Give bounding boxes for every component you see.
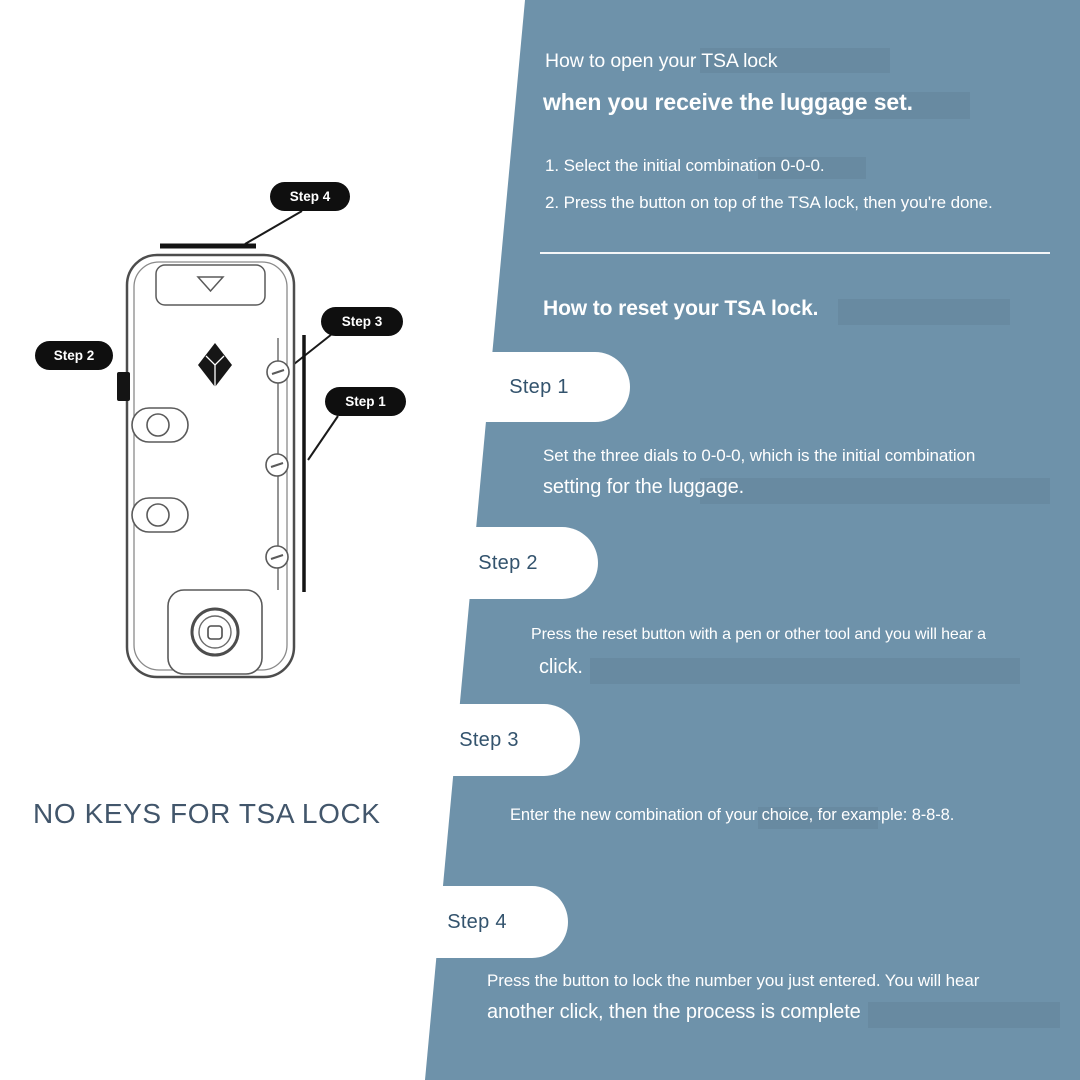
keyhole — [167, 589, 263, 675]
shade-band — [700, 478, 1050, 504]
shade-band — [590, 658, 1020, 684]
step-1-text-line2: setting for the luggage. — [543, 476, 745, 498]
step-tab-4-label: Step 4 — [447, 910, 507, 933]
callout-step-3: Step 3 — [321, 307, 403, 336]
section-divider — [540, 252, 1050, 254]
step-3-text-line1: Enter the new combination of your choice… — [510, 806, 955, 824]
step-tab-2: Step 2 — [418, 527, 598, 599]
reset-button — [117, 372, 130, 401]
shade-band — [758, 807, 878, 829]
callout-step-2: Step 2 — [35, 341, 113, 370]
callout-step-3-label: Step 3 — [341, 314, 383, 329]
step-4-text-line2: another click, then the process is compl… — [487, 1001, 861, 1023]
brand-gem-icon — [198, 343, 232, 387]
callout-step-4-label: Step 4 — [289, 189, 331, 204]
side-latches — [131, 407, 189, 533]
no-keys-caption: NO KEYS FOR TSA LOCK — [33, 798, 381, 829]
step-2-text-line1: Press the reset button with a pen or oth… — [531, 626, 986, 643]
dial-column — [265, 338, 290, 590]
open-title-line2: when you receive the luggage set. — [543, 89, 913, 115]
open-instruction-2: 2. Press the button on top of the TSA lo… — [545, 193, 993, 212]
reset-title: How to reset your TSA lock. — [543, 297, 819, 320]
step-1-text-line1: Set the three dials to 0-0-0, which is t… — [543, 446, 976, 465]
step-tab-4: Step 4 — [386, 886, 568, 958]
lock-body — [125, 253, 296, 679]
callout-step-1: Step 1 — [325, 387, 406, 416]
callout-step-2-label: Step 2 — [53, 348, 95, 363]
callout-step-1-label: Step 1 — [345, 394, 386, 409]
open-title-line1: How to open your TSA lock — [545, 50, 778, 72]
shade-band — [868, 1002, 1060, 1028]
step-tab-1: Step 1 — [448, 352, 630, 422]
step-tab-2-label: Step 2 — [478, 551, 538, 574]
step-tab-3: Step 3 — [398, 704, 580, 776]
step-4-text-line1: Press the button to lock the number you … — [487, 971, 980, 990]
step-tab-1-label: Step 1 — [509, 375, 569, 398]
step-2-text-line2: click. — [539, 656, 583, 678]
callout-step-4: Step 4 — [270, 182, 350, 211]
shade-band — [758, 157, 866, 179]
shade-band — [838, 299, 1010, 325]
shade-band — [700, 48, 890, 73]
tsa-lock-illustration — [117, 210, 339, 679]
step-tab-3-label: Step 3 — [459, 728, 519, 751]
shade-band — [820, 92, 970, 119]
open-instruction-1: 1. Select the initial combination 0-0-0. — [545, 156, 825, 175]
